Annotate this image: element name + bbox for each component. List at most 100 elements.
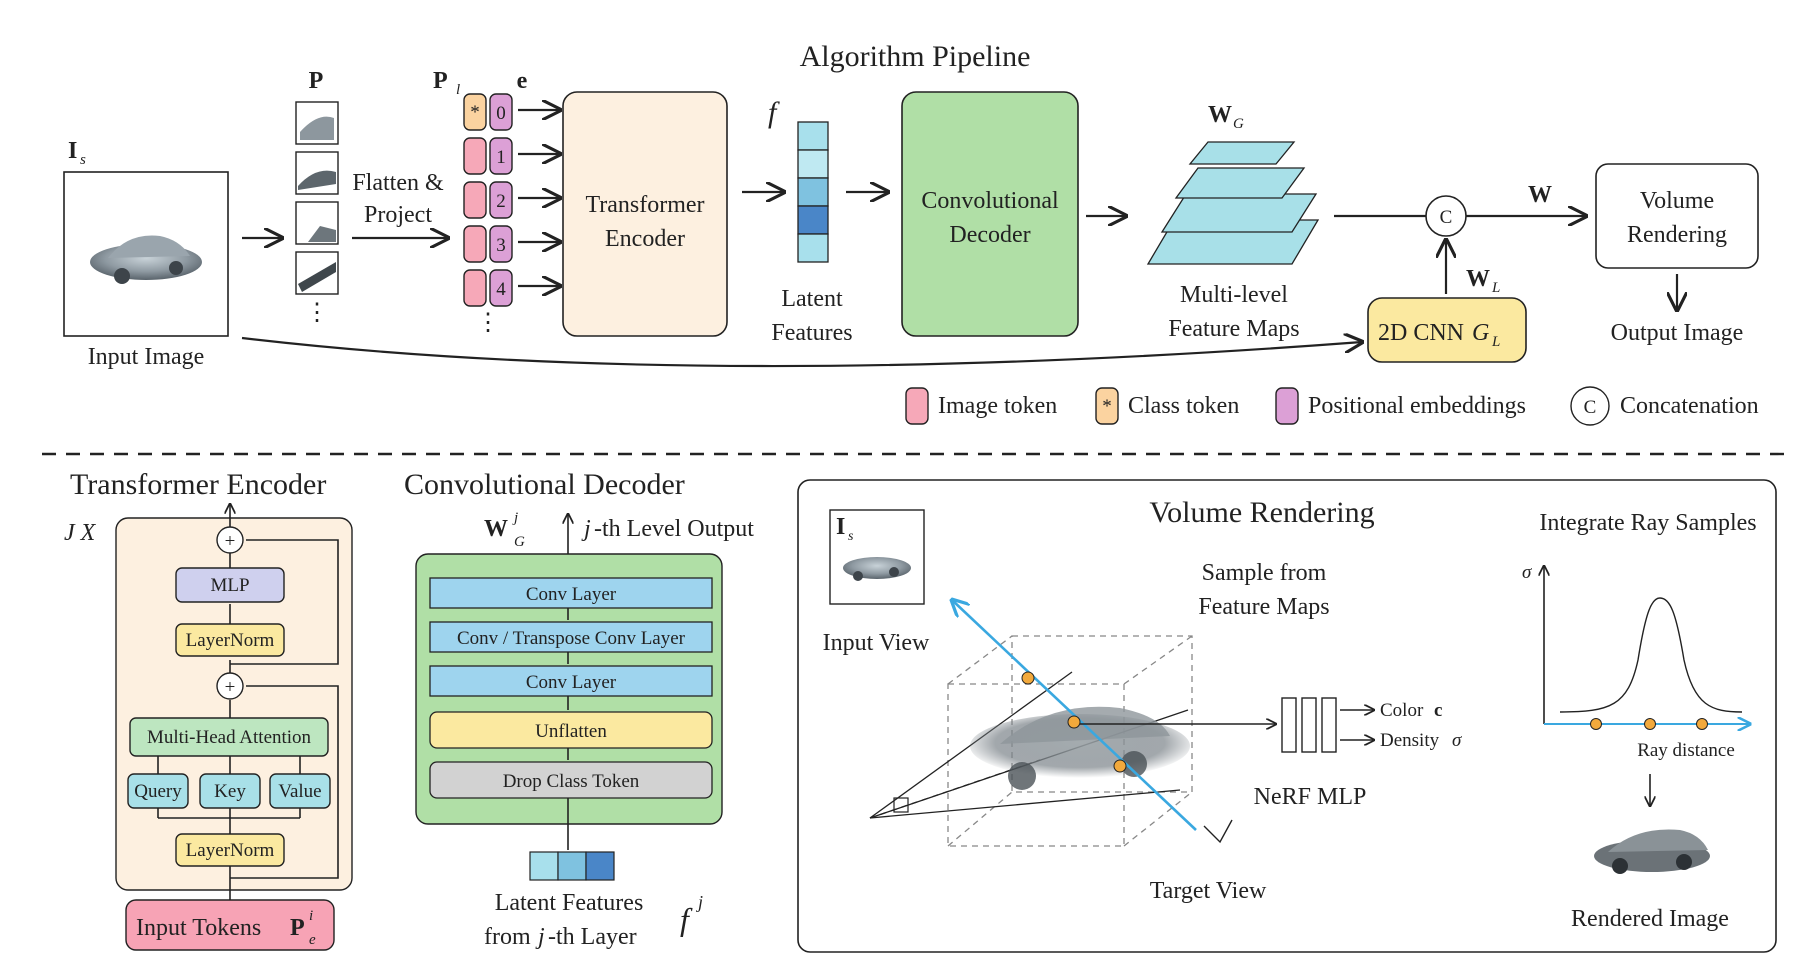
patch-4-content	[298, 262, 336, 292]
input-view-is: I	[836, 514, 845, 540]
pl-label: P	[433, 68, 448, 94]
input-tokens-p: P	[290, 915, 305, 941]
pl-sub: l	[456, 82, 460, 98]
encoder-repeat-label: J X	[64, 520, 97, 546]
ray-sample-2	[1067, 715, 1081, 729]
dec-latent-label-layer: -th Layer	[548, 924, 637, 950]
transformer-encoder-box	[562, 91, 728, 337]
enc-add-2-symbol: +	[225, 677, 236, 698]
decoder-wgj-sup: j	[512, 510, 518, 526]
conv-decoder-label-2: Decoder	[949, 222, 1030, 248]
dec-fj-label: f	[680, 901, 693, 937]
density-axis-label: σ	[1522, 562, 1532, 583]
legend-concatenation: Concatenation	[1620, 393, 1759, 419]
ray-sample-3	[1113, 759, 1127, 773]
nerf-mlp-label: NeRF MLP	[1254, 784, 1367, 810]
dec-layer-1	[429, 577, 713, 609]
conv-decoder-label-1: Convolutional	[921, 188, 1059, 214]
dec-layer-1-label: Conv Layer	[526, 584, 617, 605]
patch-1-content	[300, 116, 334, 140]
decoder-wgj-sub: G	[514, 534, 525, 550]
decoder-j: j	[581, 516, 591, 542]
decoder-wgj-label: W	[484, 516, 508, 542]
decoder-latent-vector	[529, 851, 615, 881]
enc-value-label: Value	[278, 781, 321, 802]
enc-layernorm-1-label: LayerNorm	[186, 630, 275, 651]
input-tokens-box	[125, 899, 335, 951]
legend-image-token-swatch	[905, 387, 929, 425]
wg-label: W	[1208, 102, 1232, 128]
legend-positional-swatch	[1275, 387, 1299, 425]
dec-layer-3-label: Conv Layer	[526, 672, 617, 693]
pos-emb-0-label: 0	[496, 103, 506, 124]
multi-level-feature-maps	[1146, 141, 1320, 265]
pos-emb-2	[489, 181, 513, 219]
dec-unflatten	[429, 711, 713, 749]
dec-latent-label-j: j	[535, 924, 545, 950]
legend-class-token-symbol: *	[1102, 396, 1112, 417]
multi-level-label-2: Feature Maps	[1168, 316, 1299, 342]
conv-decoder-box	[901, 91, 1079, 337]
input-image-label: Input Image	[88, 344, 205, 370]
pos-emb-2-label: 2	[496, 191, 506, 212]
dec-layer-2-label: Conv / Transpose Conv Layer	[457, 628, 686, 649]
cnn-g-label: G	[1472, 320, 1489, 346]
image-token-1	[463, 137, 487, 175]
patch-3-content	[308, 226, 336, 242]
rendered-car-image	[1594, 829, 1710, 874]
input-tokens-sub: e	[309, 932, 316, 948]
legend: Image token * Class token Positional emb…	[905, 386, 1759, 426]
pos-emb-1-label: 1	[496, 147, 506, 168]
enc-mlp-label: MLP	[210, 575, 249, 596]
class-token	[463, 93, 487, 131]
pos-emb-4	[489, 269, 513, 307]
density-output-label: Density	[1380, 730, 1440, 751]
output-image-label: Output Image	[1611, 320, 1744, 346]
image-token-4	[463, 269, 487, 307]
latent-features-label-1: Latent	[781, 286, 843, 312]
e-label: e	[517, 68, 528, 94]
decoder-detail-title: Convolutional Decoder	[404, 468, 685, 501]
input-view-car	[843, 557, 911, 581]
volume-rendering-label-2: Rendering	[1627, 222, 1727, 248]
patches-group: P ⋮	[295, 68, 339, 326]
input-tokens-sup: i	[309, 908, 313, 924]
pos-emb-4-label: 4	[496, 279, 506, 300]
pos-emb-1	[489, 137, 513, 175]
color-output-c: c	[1434, 700, 1442, 721]
enc-key-label: Key	[214, 781, 246, 802]
ray-distance-label: Ray distance	[1637, 740, 1735, 761]
enc-query-label: Query	[134, 781, 182, 802]
wg-sub: G	[1233, 116, 1244, 132]
encoder-detail-title: Transformer Encoder	[70, 468, 326, 501]
latent-feature-vector	[797, 121, 829, 263]
concat-node-label: C	[1440, 207, 1453, 228]
pos-emb-0	[489, 93, 513, 131]
legend-concat-symbol: C	[1584, 397, 1597, 418]
class-token-symbol: *	[470, 102, 480, 123]
dec-drop-class	[429, 761, 713, 799]
is-sub: s	[80, 152, 86, 168]
volume-detail-title: Volume Rendering	[1149, 496, 1374, 529]
skip-connection-curve	[241, 338, 1362, 368]
flatten-label-1: Flatten &	[352, 170, 444, 196]
input-view-is-sub: s	[848, 529, 854, 544]
volume-rendering-box	[1595, 163, 1759, 269]
camera-ray	[952, 600, 1197, 831]
legend-image-token: Image token	[938, 393, 1057, 419]
ray-sample-1	[1021, 671, 1035, 685]
enc-layernorm-2-label: LayerNorm	[186, 840, 275, 861]
dec-layer-2	[429, 621, 713, 653]
volume-rendering-label-1: Volume	[1640, 188, 1714, 214]
dec-latent-label-from: from	[484, 924, 531, 950]
cnn-label: 2D CNN	[1378, 320, 1464, 346]
input-image-group: I s Input Image	[63, 138, 229, 370]
enc-residual-1	[230, 685, 339, 879]
input-view-label: Input View	[823, 630, 930, 656]
is-label: I	[68, 138, 77, 164]
flatten-label-2: Project	[364, 202, 432, 228]
density-output-sigma: σ	[1452, 730, 1462, 751]
enc-mha-label: Multi-Head Attention	[147, 727, 312, 748]
legend-concat-swatch	[1570, 386, 1610, 426]
